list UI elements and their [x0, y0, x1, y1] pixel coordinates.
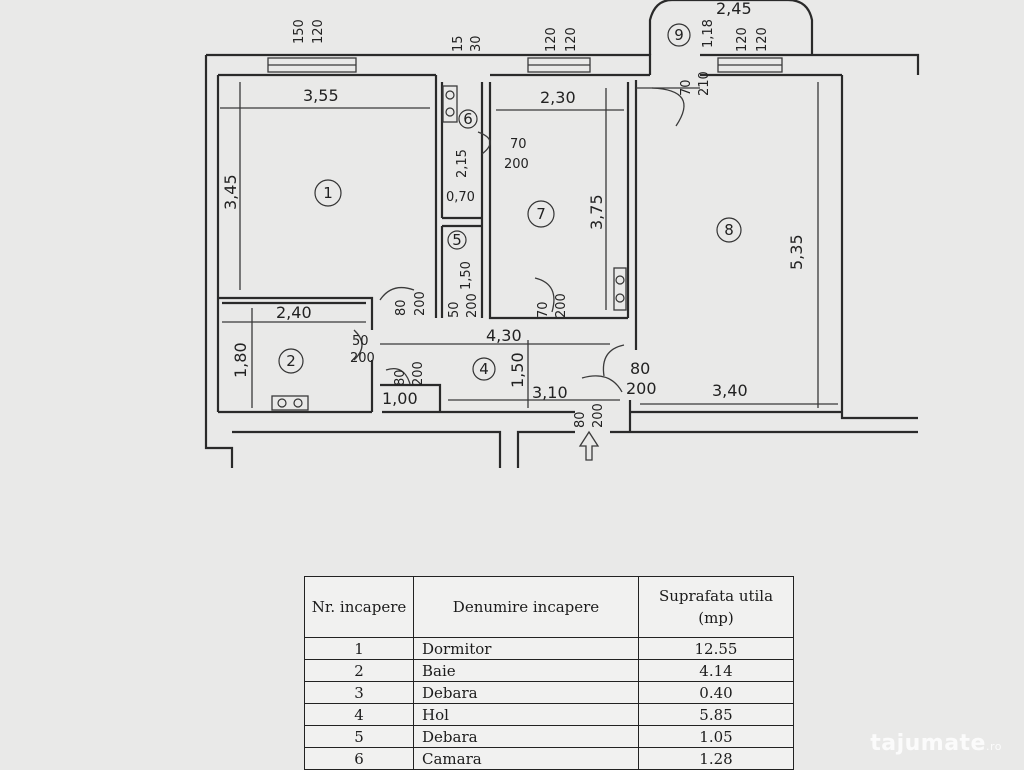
- dim-door-6b: 200: [504, 157, 529, 172]
- row-area: 0.40: [638, 681, 794, 704]
- dim-door-9a: 70: [679, 79, 694, 96]
- header-name: Denumire incapere: [413, 576, 639, 638]
- dim-door-3a: 80: [393, 369, 408, 386]
- dim-door-7b: 200: [554, 293, 569, 318]
- dim-room7-width: 2,30: [540, 88, 576, 107]
- dim-top-window-1: 150: [292, 19, 307, 44]
- dim-door-2a: 50: [352, 334, 369, 349]
- room-number-9: 9: [674, 26, 684, 44]
- row-area: 1.05: [638, 725, 794, 748]
- dim-door-1a: 80: [394, 299, 409, 316]
- dim-door-1b: 200: [413, 291, 428, 316]
- table-row: 6 Camara 1.28: [304, 747, 794, 770]
- table-row: 5 Debara 1.05: [304, 725, 794, 748]
- dim-room5-height: 1,50: [459, 261, 474, 290]
- dim-entry-a: 80: [573, 411, 588, 428]
- dim-top-window-7a: 120: [544, 27, 559, 52]
- entry-arrow-icon: [578, 430, 600, 461]
- watermark-suffix: .ro: [985, 740, 1002, 753]
- dim-top-window-1b: 120: [311, 19, 326, 44]
- row-nr: 2: [304, 659, 414, 682]
- dim-room3-width: 0,70: [446, 190, 475, 205]
- room-legend-table: Nr. incapere Denumire incapere Suprafata…: [304, 576, 794, 770]
- row-nr: 6: [304, 747, 414, 770]
- row-nr: 3: [304, 681, 414, 704]
- dim-door-9b: 210: [697, 71, 712, 96]
- dim-door-5b: 200: [465, 293, 480, 318]
- dim-hall-length: 3,10: [532, 383, 568, 402]
- dim-top-window-8a: 120: [735, 27, 750, 52]
- row-name: Baie: [413, 659, 639, 682]
- dim-hall-height: 1,50: [508, 352, 527, 388]
- row-nr: 1: [304, 637, 414, 660]
- dim-door-8a: 80: [630, 359, 650, 378]
- row-name: Camara: [413, 747, 639, 770]
- row-name: Hol: [413, 703, 639, 726]
- dim-door-6a: 70: [510, 137, 527, 152]
- row-area: 5.85: [638, 703, 794, 726]
- row-area: 4.14: [638, 659, 794, 682]
- floor-plan: 150 120 15 30 120 120 2,45 1,18 70 210 1…: [204, 0, 920, 468]
- dim-door-2b: 200: [350, 351, 375, 366]
- interior-walls: [218, 75, 638, 432]
- fixtures: [271, 85, 700, 411]
- dimension-lines: [220, 82, 838, 408]
- dim-top-window-7b: 120: [564, 27, 579, 52]
- watermark: tajumate.ro: [870, 731, 1002, 756]
- header-area: Suprafata utila (mp): [638, 576, 794, 638]
- row-name: Debara: [413, 681, 639, 704]
- room-number-6: 6: [463, 110, 473, 128]
- dim-top-15: 15: [451, 35, 466, 52]
- table-row: 4 Hol 5.85: [304, 703, 794, 726]
- row-area: 12.55: [638, 637, 794, 660]
- dim-top-30: 30: [469, 35, 484, 52]
- dim-hall-width: 4,30: [486, 326, 522, 345]
- room-number-8: 8: [724, 221, 734, 239]
- dim-door-7a: 70: [536, 301, 551, 318]
- table-row: 1 Dormitor 12.55: [304, 637, 794, 660]
- balcony-outline: [648, 0, 814, 55]
- room-number-5: 5: [452, 231, 462, 249]
- door-swings: [353, 87, 685, 393]
- dim-room6-height: 2,15: [455, 149, 470, 178]
- dim-entry-b: 200: [591, 403, 606, 428]
- legend-header-row: Nr. incapere Denumire incapere Suprafata…: [304, 576, 794, 638]
- room-number-7: 7: [536, 205, 546, 223]
- dim-room1-height: 3,45: [221, 174, 240, 210]
- watermark-brand: tajumate: [870, 731, 986, 756]
- dim-room8-width: 3,40: [712, 381, 748, 400]
- row-name: Debara: [413, 725, 639, 748]
- dim-balcony-width: 2,45: [716, 0, 752, 18]
- dim-door-5a: 50: [447, 301, 462, 318]
- row-name: Dormitor: [413, 637, 639, 660]
- dim-room1-width: 3,55: [303, 86, 339, 105]
- windows: [267, 57, 783, 73]
- dimension-labels: 150 120 15 30 120 120 2,45 1,18 70 210 1…: [221, 0, 806, 428]
- room-number-1: 1: [323, 184, 333, 202]
- dim-top-window-8b: 120: [755, 27, 770, 52]
- table-row: 3 Debara 0.40: [304, 681, 794, 704]
- table-row: 2 Baie 4.14: [304, 659, 794, 682]
- row-nr: 4: [304, 703, 414, 726]
- row-area: 1.28: [638, 747, 794, 770]
- dim-balcony-depth: 1,18: [701, 19, 716, 48]
- room-number-4: 4: [479, 360, 489, 378]
- dim-door-8b: 200: [626, 379, 657, 398]
- room-number-2: 2: [286, 352, 296, 370]
- dim-room8-height: 5,35: [787, 234, 806, 270]
- dim-room2-width: 2,40: [276, 303, 312, 322]
- row-nr: 5: [304, 725, 414, 748]
- header-nr: Nr. incapere: [304, 576, 414, 638]
- dim-room3-length: 1,00: [382, 389, 418, 408]
- dim-room7-height: 3,75: [587, 194, 606, 230]
- room-numbers: 1 2 4 5 6 7 8 9: [278, 23, 742, 381]
- outer-walls: [204, 53, 920, 468]
- dim-room2-height: 1,80: [231, 342, 250, 378]
- dim-door-3b: 200: [411, 361, 426, 386]
